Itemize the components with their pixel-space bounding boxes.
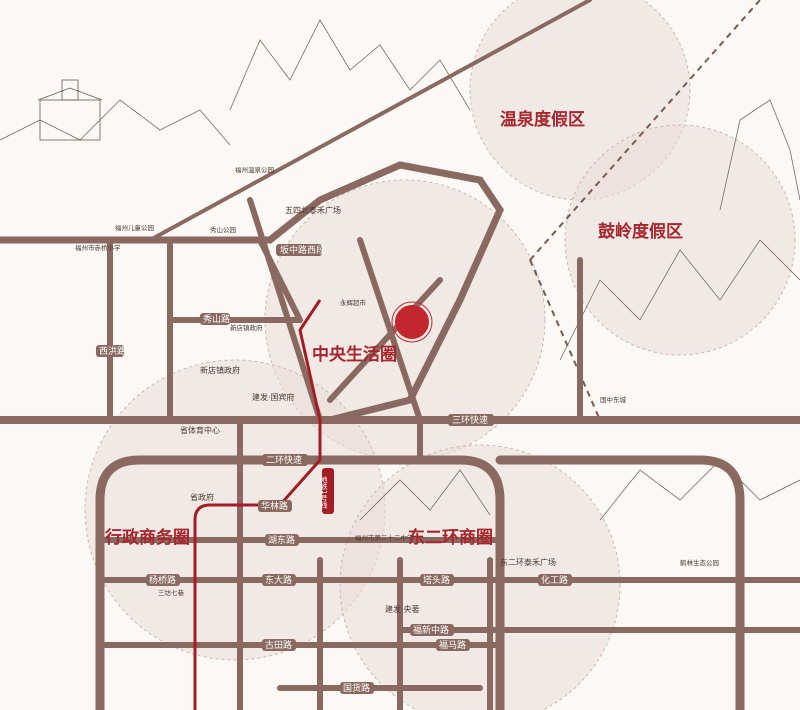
road-tag-gutian [262, 639, 296, 651]
subway-label: 地铁1号线 [320, 475, 328, 508]
zone-circles [84, 0, 796, 710]
zone-label-admin: 行政商务圈 [104, 527, 190, 548]
poi-label: 福州儿童公园 [115, 223, 154, 232]
building-tower [61, 79, 79, 101]
dashed-route-1 [529, 0, 761, 261]
dashed-route-2 [529, 259, 601, 421]
zone-circle-admin [84, 359, 386, 661]
poi-label: 秀山公园 [210, 225, 236, 234]
poi-group: 五四北泰禾广场 建发·国宾府 新店镇政府 省体育中心 省政府 东二环泰禾广场 建… [75, 165, 719, 614]
poi-label: 新店镇政府 [200, 365, 240, 375]
road-tag-xihong [96, 345, 124, 357]
building-sketch [37, 79, 103, 141]
poi-label: 新店镇政府 [230, 323, 263, 332]
road-tag-xuelin [258, 500, 292, 512]
ink-mountains [0, 19, 800, 521]
mountain-sketch-1 [229, 19, 471, 111]
zone-label-east: 东二环商圈 [408, 527, 493, 548]
subway-line-1 [193, 299, 322, 710]
road-label-hudong: 湖东路 [268, 534, 295, 546]
road-tag-shanghe [276, 244, 322, 256]
road-tag-sanhuan [448, 414, 494, 426]
road-tag-xiushan [200, 313, 230, 325]
road-label-xiushan: 秀山路 [203, 313, 230, 325]
dashed-routes [529, 0, 761, 421]
road-tag-yangqiao [146, 574, 180, 586]
road-label-tatou: 塔头路 [423, 574, 450, 586]
road-label-shanghe: 坂中路西段 [280, 244, 325, 256]
road-diag-2 [247, 197, 323, 423]
zone-label-central: 中央生活圈 [312, 344, 397, 365]
road-tag-fuma [436, 639, 470, 651]
poi-label: 福州市第二十二中学 [355, 533, 414, 542]
mountain-sketch-2 [0, 99, 231, 146]
zone-circle-guling [564, 124, 796, 356]
mountain-sketch-5 [599, 459, 800, 521]
road-tag-guohuo [340, 682, 374, 694]
road-label-xihong: 西洪路 [99, 345, 126, 357]
road-label-guohuo: 国货路 [343, 682, 370, 694]
poi-label: 东二环泰禾广场 [500, 557, 556, 567]
building-roof [37, 87, 103, 101]
road-label-xuelin: 华林路 [261, 500, 288, 512]
road-tag-erhuan [262, 454, 308, 466]
poi-label: 国中东城 [600, 395, 627, 404]
road-diag-north [148, 0, 592, 242]
road-central-diag-2 [327, 277, 443, 403]
poi-label: 省体育中心 [180, 425, 220, 435]
road-ring-loop [326, 161, 504, 424]
road-tag-huagong [538, 574, 572, 586]
poi-label: 省政府 [190, 492, 214, 502]
road-tag-tatou [420, 574, 454, 586]
road-central-diag [357, 237, 423, 423]
road-label-gutian: 古田路 [265, 639, 292, 651]
zone-label-hot-spring: 温泉度假区 [500, 109, 585, 130]
poi-label: 建发·国宾府 [252, 392, 295, 402]
road-tag-fuxin [410, 624, 454, 636]
subway-tag [322, 468, 334, 514]
road-label-sanhuan: 三环快速 [452, 414, 488, 426]
road-er-huan-east [495, 455, 745, 710]
road-label-fuxin: 福新中路 [413, 624, 449, 636]
road-tag-hudong [265, 534, 299, 546]
road-label-huagong: 化工路 [541, 574, 568, 586]
road-label-yangqiao: 杨桥路 [149, 574, 176, 586]
road-label-erhuan: 二环快速 [266, 454, 302, 466]
poi-label: 建发·央著 [385, 604, 420, 614]
mountain-sketch-3 [559, 239, 800, 361]
road-label-dongda: 东大路 [265, 574, 292, 586]
road-north-ring [0, 161, 404, 244]
poi-label: 福州市赤桥小学 [75, 243, 121, 252]
project-marker [395, 305, 429, 339]
poi-label: 鹤林生态公园 [680, 558, 719, 567]
building-block [39, 99, 101, 141]
poi-label: 永辉超市 [340, 298, 367, 307]
road-label-fuma: 福马路 [439, 639, 466, 651]
poi-label: 五四北泰禾广场 [285, 205, 341, 215]
zone-label-guling: 鼓岭度假区 [598, 221, 683, 242]
road-tags: 坂中路西段 秀山路 西洪路 三环快速 二环快速 华林路 湖东路 东大路 杨桥路 … [96, 244, 572, 694]
poi-label: 三坊七巷 [158, 588, 185, 597]
road-tag-dongda [262, 574, 296, 586]
mountain-sketch-6 [359, 469, 491, 521]
project-marker-ring [391, 301, 433, 343]
mountain-sketch-4 [719, 99, 800, 211]
poi-label: 福州温泉公园 [235, 165, 274, 174]
